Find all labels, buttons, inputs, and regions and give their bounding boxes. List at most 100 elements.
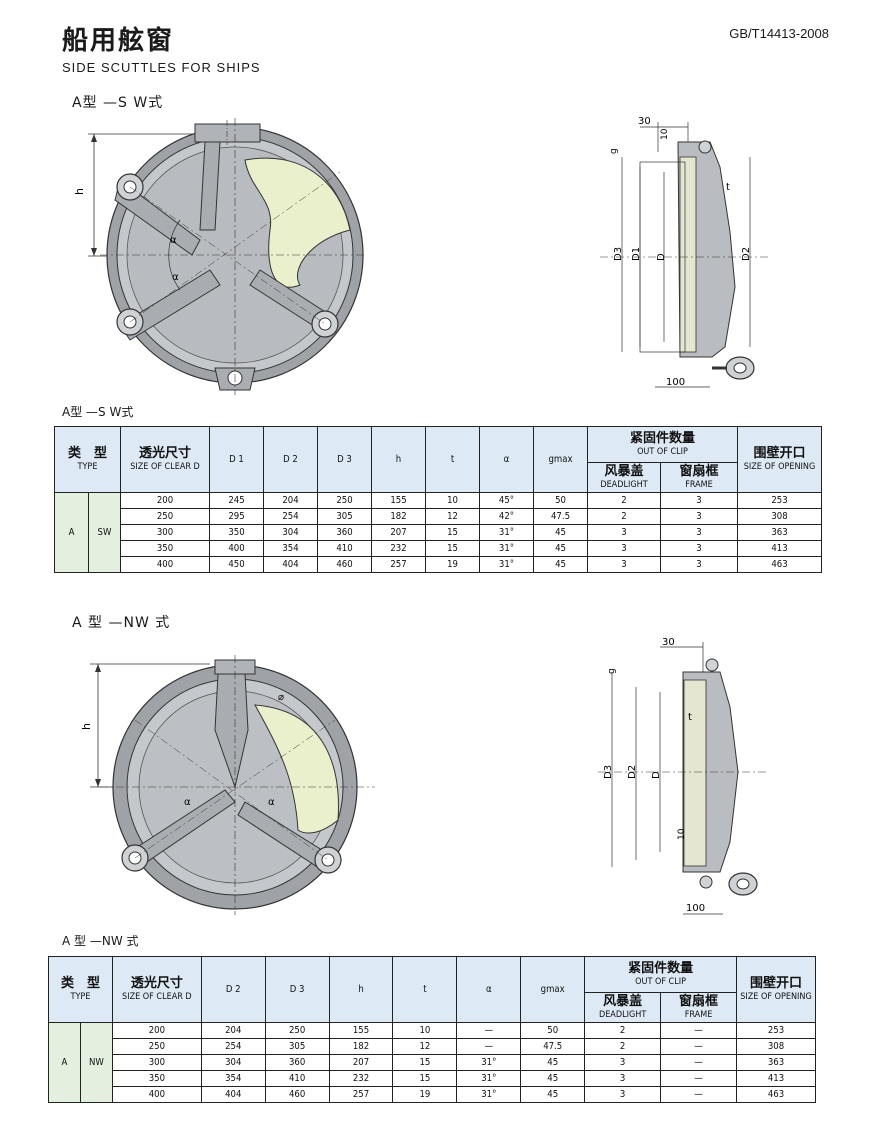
sw-D1-label: D1	[631, 247, 642, 261]
nw-th-deadlight: 风暴盖 DEADLIGHT	[584, 992, 662, 1023]
table-cell: 45°	[479, 492, 534, 509]
table-cell: 182	[328, 1038, 394, 1055]
table-cell: 250	[264, 1022, 330, 1039]
sw-alpha-label-2: α	[172, 272, 179, 283]
page-title: 船用舷窗	[62, 26, 175, 56]
nw-dim-g: g	[607, 668, 617, 674]
table-cell: —	[660, 1038, 737, 1055]
sw-front-view-drawing: h α α	[73, 118, 365, 395]
table-cell: 308	[735, 1038, 817, 1055]
table-cell: 350	[111, 1070, 202, 1087]
nw-phi-label: ⌀	[278, 692, 284, 703]
nw-type-cell: A	[48, 1022, 81, 1103]
table-cell: 31°	[456, 1054, 522, 1071]
nw-th-col: D 3	[264, 956, 330, 1023]
table-cell: 45	[520, 1086, 586, 1103]
table-cell: 207	[371, 524, 426, 541]
table-cell: 3	[587, 540, 661, 557]
table-cell: 3	[587, 556, 661, 573]
table-cell: 250	[111, 1038, 202, 1055]
table-cell: —	[660, 1070, 737, 1087]
sw-dim-100: 100	[666, 377, 685, 388]
table-cell: 254	[263, 508, 318, 525]
table-cell: 295	[209, 508, 264, 525]
table-cell: 200	[120, 492, 210, 509]
table-cell: 3	[660, 508, 738, 525]
table-cell: 257	[371, 556, 426, 573]
nw-th-type: 类 型 TYPE	[48, 956, 113, 1023]
table-cell: 45	[533, 556, 588, 573]
table-cell: 360	[317, 524, 372, 541]
table-cell: 305	[264, 1038, 330, 1055]
nw-dim-30: 30	[662, 637, 675, 648]
sw-table-caption: A型 —S W式	[62, 405, 134, 419]
sw-h-label: h	[73, 188, 86, 195]
nw-th-col: gmax	[520, 956, 586, 1023]
table-cell: 304	[200, 1054, 266, 1071]
nw-section-heading: A 型 —NW 式	[72, 615, 171, 631]
table-cell: 304	[263, 524, 318, 541]
table-cell: —	[660, 1086, 737, 1103]
nw-th-col: t	[392, 956, 458, 1023]
nw-front-view-drawing: h α α ⌀	[80, 655, 375, 915]
table-cell: 31°	[456, 1086, 522, 1103]
table-cell: 31°	[479, 556, 534, 573]
sw-D-label: D	[656, 253, 667, 261]
sw-th-col: α	[479, 426, 534, 493]
table-cell: 50	[520, 1022, 586, 1039]
table-cell: 19	[425, 556, 480, 573]
table-cell: 31°	[456, 1070, 522, 1087]
table-cell: 350	[120, 540, 210, 557]
table-cell: 15	[425, 540, 480, 557]
nw-th-col: α	[456, 956, 522, 1023]
table-cell: 204	[263, 492, 318, 509]
page-subtitle: SIDE SCUTTLES FOR SHIPS	[62, 60, 261, 75]
table-cell: 3	[660, 492, 738, 509]
table-cell: —	[456, 1022, 522, 1039]
nw-D-label: D	[651, 771, 662, 779]
table-cell: 305	[317, 508, 372, 525]
sw-th-col: gmax	[533, 426, 588, 493]
sw-D2-label: D2	[741, 247, 752, 261]
table-cell: 19	[392, 1086, 458, 1103]
table-cell: 413	[735, 1070, 817, 1087]
sw-th-clear: 透光尺寸 SIZE OF CLEAR D	[120, 426, 210, 493]
table-cell: 2	[584, 1038, 662, 1055]
table-cell: 15	[425, 524, 480, 541]
table-cell: 2	[587, 508, 661, 525]
table-cell: 3	[584, 1086, 662, 1103]
table-cell: 463	[737, 556, 822, 573]
table-cell: 3	[584, 1054, 662, 1071]
nw-subtype-cell: NW	[79, 1022, 113, 1103]
sw-th-col: h	[371, 426, 426, 493]
table-cell: 45	[533, 540, 588, 557]
sw-spec-table: 类 型 TYPE 透光尺寸 SIZE OF CLEAR D D 1 D 2 D …	[54, 426, 822, 573]
table-cell: 204	[200, 1022, 266, 1039]
table-cell: 250	[120, 508, 210, 525]
table-cell: 155	[371, 492, 426, 509]
table-cell: 253	[735, 1022, 817, 1039]
table-cell: 182	[371, 508, 426, 525]
nw-t-label: t	[688, 712, 692, 723]
table-cell: 12	[425, 508, 480, 525]
table-cell: 3	[660, 556, 738, 573]
sw-dim-10: 10	[660, 128, 670, 140]
table-cell: 363	[737, 524, 822, 541]
table-cell: 404	[263, 556, 318, 573]
table-cell: 31°	[479, 540, 534, 557]
nw-side-view-drawing: 30 g D3 D2 D 10 t 100	[598, 637, 768, 915]
table-cell: 300	[120, 524, 210, 541]
sw-th-frame: 窗扇框 FRAME	[660, 462, 738, 493]
sw-alpha-label-1: α	[170, 235, 177, 246]
table-cell: 460	[264, 1086, 330, 1103]
sw-th-col: D 2	[263, 426, 318, 493]
table-cell: 410	[317, 540, 372, 557]
table-cell: 47.5	[533, 508, 588, 525]
table-cell: 45	[533, 524, 588, 541]
nw-D3-label: D3	[603, 765, 614, 779]
table-cell: 404	[200, 1086, 266, 1103]
